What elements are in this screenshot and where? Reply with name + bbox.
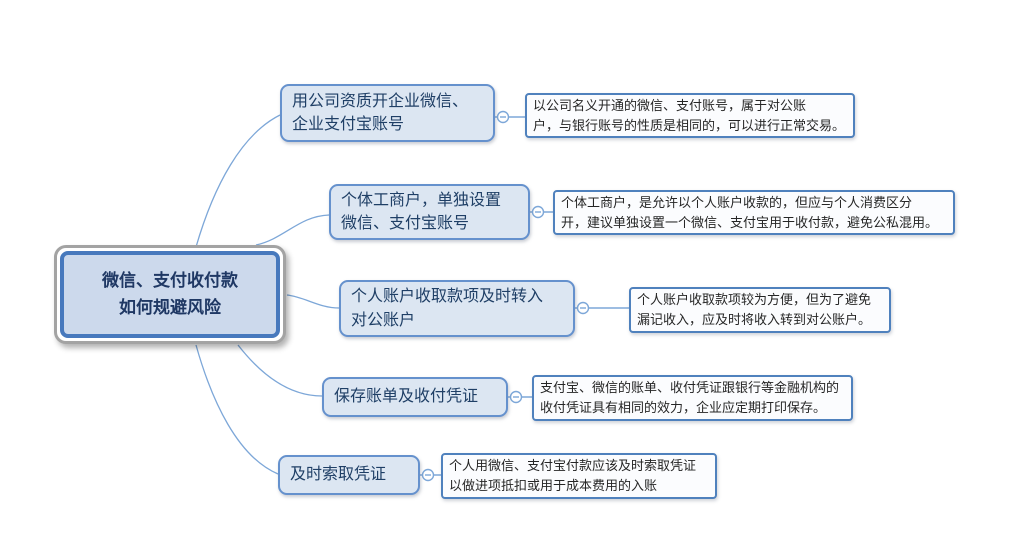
branch-curve-2	[255, 214, 330, 246]
branch-curve-4	[237, 344, 323, 397]
topic-company-qualification-accounts[interactable]: 用公司资质开企业微信、 企业支付宝账号	[280, 84, 495, 142]
collapse-toggle-4[interactable]	[509, 390, 523, 404]
topic-request-receipts-promptly[interactable]: 及时索取凭证	[278, 455, 420, 495]
root-topic-label: 微信、支付收付款 如何规避风险	[102, 271, 238, 317]
root-topic[interactable]: 微信、支付收付款 如何规避风险	[54, 245, 286, 344]
note-keep-bills-and-vouchers[interactable]: 支付宝、微信的账单、收付凭证跟银行等金融机构的 收付凭证具有相同的效力，企业应定…	[532, 375, 853, 421]
collapse-toggle-3[interactable]	[576, 301, 590, 315]
note-company-qualification-accounts[interactable]: 以公司名义开通的微信、支付账号，属于对公账 户，与银行账号的性质是相同的，可以进…	[525, 93, 855, 138]
note-individual-business-separate-accounts[interactable]: 个体工商户，是允许以个人账户收款的，但应与个人消费区分 开，建议单独设置一个微信…	[553, 190, 955, 235]
collapse-toggle-1[interactable]	[496, 110, 510, 124]
branch-curve-1	[195, 114, 281, 248]
topic-keep-bills-and-vouchers[interactable]: 保存账单及收付凭证	[322, 377, 508, 417]
collapse-toggle-2[interactable]	[531, 205, 545, 219]
branch-curve-3	[286, 294, 340, 309]
topic-transfer-to-corporate-account[interactable]: 个人账户收取款项及时转入 对公账户	[339, 280, 575, 337]
note-request-receipts-promptly[interactable]: 个人用微信、支付宝付款应该及时索取凭证 以做进项抵扣或用于成本费用的入账	[441, 453, 717, 499]
note-transfer-to-corporate-account[interactable]: 个人账户收取款项较为方便，但为了避免 漏记收入，应及时将收入转到对公账户。	[629, 287, 891, 333]
topic-individual-business-separate-accounts[interactable]: 个体工商户，单独设置 微信、支付宝账号	[329, 184, 530, 240]
collapse-toggle-5[interactable]	[421, 468, 435, 482]
root-topic-inner: 微信、支付收付款 如何规避风险	[60, 251, 280, 338]
branch-curve-5	[195, 344, 279, 475]
